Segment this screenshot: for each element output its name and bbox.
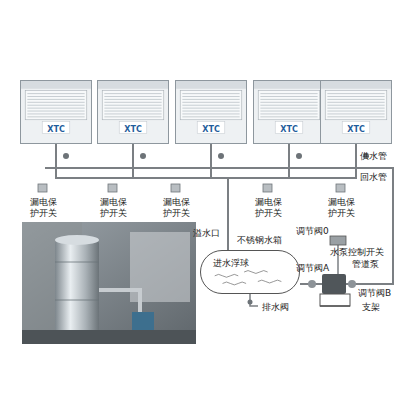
tank-heading: 不锈钢水箱 (237, 235, 282, 246)
breaker-label: 漏电保护开关 (100, 197, 127, 219)
air-cooler-unit: XTC (20, 80, 92, 144)
part-label: 回水管 (360, 172, 387, 183)
part-label: 管道泵 (352, 259, 379, 270)
drain-valve (248, 294, 259, 306)
water-tank: 不锈钢水箱进水浮球 (200, 250, 300, 294)
breaker-switches (38, 184, 345, 192)
photo-inset (22, 222, 196, 344)
air-cooler-unit: XTC (320, 80, 392, 144)
part-label: 供水管 (360, 151, 387, 162)
water-pipe (228, 144, 356, 250)
air-cooler-unit: XTC (175, 80, 247, 144)
breaker-label: 漏电保护开关 (328, 197, 355, 219)
unit-valves (63, 153, 369, 159)
part-label: 溢水口 (193, 228, 220, 239)
part-label: 调节阀A (296, 263, 329, 274)
part-label: 支架 (362, 302, 380, 313)
air-cooler-unit: XTC (97, 80, 169, 144)
brand-logo: XTC (98, 125, 168, 135)
brand-logo: XTC (254, 125, 324, 135)
tank-part-label: 进水浮球 (213, 258, 249, 269)
water-pipe (56, 144, 228, 250)
water-pipe (228, 144, 289, 250)
brand-logo: XTC (176, 125, 246, 135)
part-label: 调节阀0 (296, 226, 329, 237)
brand-logo: XTC (321, 125, 391, 135)
breaker-label: 漏电保护开关 (163, 197, 190, 219)
breaker-label: 漏电保护开关 (255, 197, 282, 219)
part-label: 水泵控制开关 (330, 247, 384, 258)
brand-logo: XTC (21, 125, 91, 135)
air-cooler-unit: XTC (253, 80, 325, 144)
part-label: 调节阀B (358, 288, 391, 299)
part-label: 排水阀 (262, 302, 289, 313)
breaker-label: 漏电保护开关 (30, 197, 57, 219)
water-pipe (133, 144, 228, 250)
